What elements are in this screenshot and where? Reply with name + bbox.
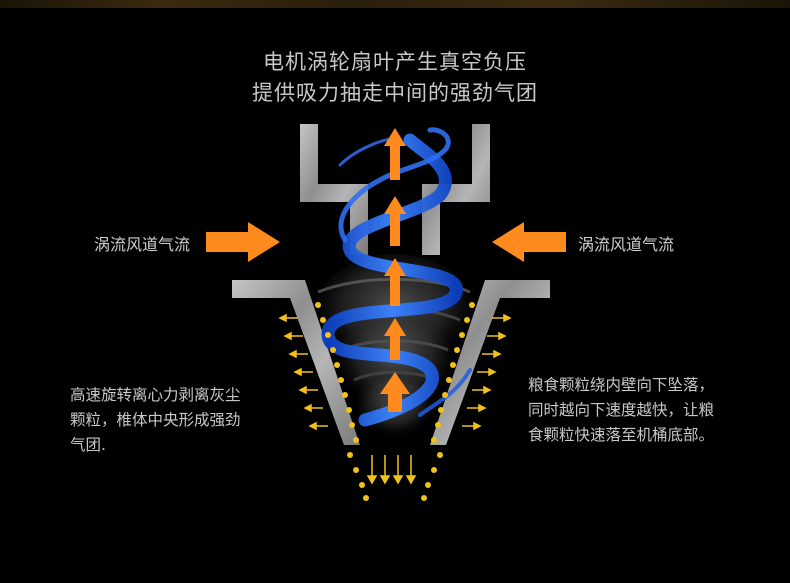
upward-arrow-icon: [380, 128, 410, 412]
left-description: 高速旋转离心力剥离灰尘 颗粒，椎体中央形成强劲 气团.: [70, 383, 270, 458]
downward-arrow-icon: [366, 455, 417, 485]
inflow-arrow-icon: [206, 222, 566, 262]
right-description-line: 同时越向下速度越快，让粮: [528, 401, 715, 419]
title-line-1: 电机涡轮扇叶产生真空负压: [263, 50, 527, 74]
cone-body: [232, 280, 550, 445]
outward-arrow-icon: [278, 313, 512, 431]
left-description-line: 气团.: [70, 436, 106, 454]
right-description: 粮食颗粒绕内壁向下坠落， 同时越向下速度越快，让粮 食颗粒快速落至机桶底部。: [528, 373, 753, 448]
left-inflow-label: 涡流风道气流: [94, 235, 191, 254]
right-description-line: 粮食颗粒绕内壁向下坠落，: [528, 376, 715, 394]
outlet-duct: [300, 124, 490, 255]
top-decorative-strip: [0, 0, 790, 8]
left-description-line: 高速旋转离心力剥离灰尘: [70, 386, 241, 404]
grain-particles: [315, 302, 475, 501]
right-description-line: 食颗粒快速落至机桶底部。: [528, 426, 715, 444]
right-inflow-label: 涡流风道气流: [578, 235, 675, 254]
left-description-line: 颗粒，椎体中央形成强劲: [70, 411, 241, 429]
title-line-2: 提供吸力抽走中间的强劲气团: [252, 81, 538, 105]
